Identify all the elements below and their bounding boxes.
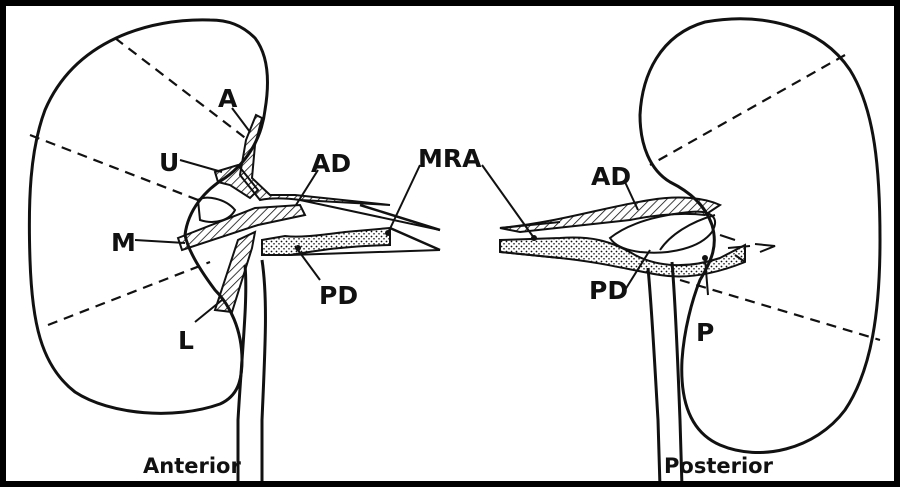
label-AD-right: AD <box>591 164 631 189</box>
left-dashed-line-3 <box>48 262 210 325</box>
label-AD-left: AD <box>311 151 351 176</box>
right-ureter <box>648 262 682 481</box>
leader-M <box>135 240 185 243</box>
left-ureter <box>238 260 265 481</box>
label-P: P <box>696 320 714 345</box>
right-pelvis-inner <box>660 215 715 250</box>
left-posterior-branch <box>262 228 390 255</box>
caption-posterior: Posterior <box>664 456 773 477</box>
label-M: M <box>111 230 136 255</box>
label-PD-right: PD <box>589 278 628 303</box>
diagram-artwork <box>6 6 894 481</box>
right-kidney-outline <box>640 19 880 453</box>
label-MRA: MRA <box>418 146 481 171</box>
label-U: U <box>159 150 179 175</box>
caption-anterior: Anterior <box>143 456 241 477</box>
label-A: A <box>218 86 237 111</box>
label-L: L <box>178 328 194 353</box>
leader-U <box>180 160 222 172</box>
right-dashed-line-1 <box>650 55 845 165</box>
right-posterior-branch <box>500 238 745 277</box>
label-PD-left: PD <box>319 283 358 308</box>
